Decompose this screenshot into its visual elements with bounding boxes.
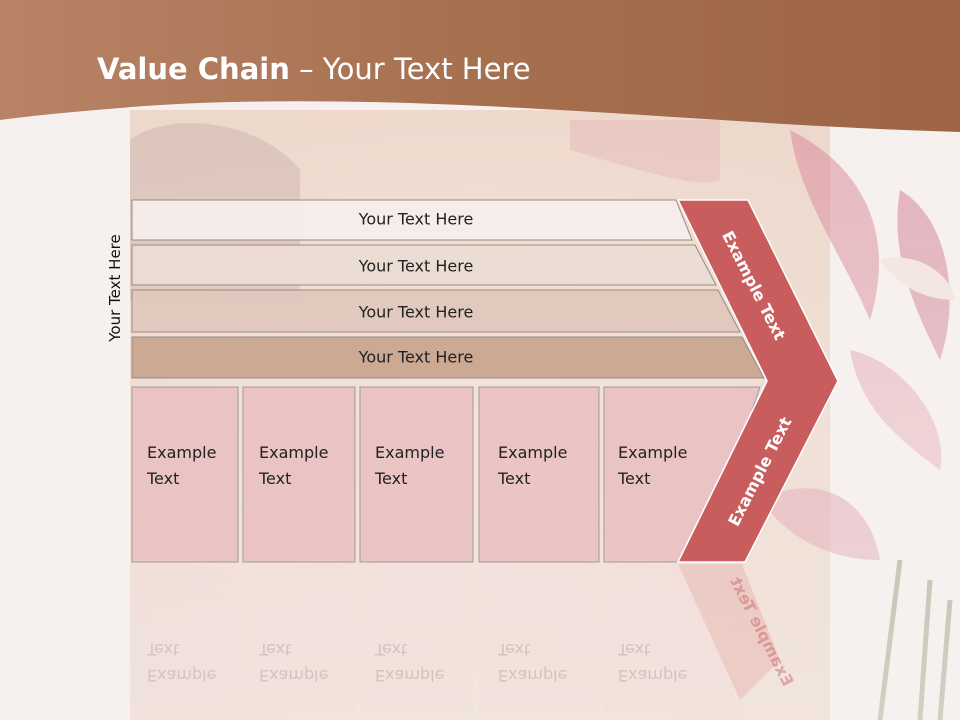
- cell-2-line2: Text: [259, 469, 292, 488]
- cell-reflection-3-line1: Example: [375, 666, 445, 685]
- cell-reflection-2-line1: Example: [259, 666, 329, 685]
- cell-reflection-1: Example Text: [147, 636, 216, 688]
- cell-1-line2: Text: [147, 469, 180, 488]
- bar-shape-3: [131, 289, 741, 333]
- cell-5-line2: Text: [618, 469, 651, 488]
- cell-reflection-3: Example Text: [375, 636, 444, 688]
- bar-label-1: Your Text Here: [358, 209, 474, 229]
- cell-1-line1: Example: [147, 443, 217, 462]
- cell-reflection-4-line1: Example: [498, 666, 568, 685]
- cell-reflection-1-line1: Example: [147, 666, 217, 685]
- title-rest: – Your Text Here: [289, 52, 531, 86]
- cell-shape-4: [478, 386, 600, 563]
- cell-5-line1: Example: [618, 443, 688, 462]
- cell-reflection-3-line2: Text: [375, 640, 408, 659]
- cells-reflection: [132, 564, 780, 714]
- cell-shape-3: [359, 386, 474, 563]
- cell-shape-1: [131, 386, 239, 563]
- slide-title: Value Chain – Your Text Here: [97, 52, 531, 86]
- bar-label-2: Your Text Here: [358, 256, 474, 276]
- bar-shape-4: [131, 336, 765, 379]
- cell-reflection-4: Example Text: [498, 636, 567, 688]
- side-label: Your Text Here: [106, 234, 124, 342]
- cell-reflection-5-line1: Example: [618, 666, 688, 685]
- bar-shape-1: [131, 199, 693, 241]
- cell-4-line2: Text: [498, 469, 531, 488]
- cell-shape-2: [242, 386, 356, 563]
- header-band: [0, 0, 960, 132]
- cell-2-line1: Example: [259, 443, 329, 462]
- cell-reflection-2: Example Text: [259, 636, 328, 688]
- cell-3-line1: Example: [375, 443, 445, 462]
- cell-reflection-5: Example Text: [618, 636, 687, 688]
- bar-shape-2: [131, 244, 717, 286]
- cell-reflection-5-line2: Text: [618, 640, 651, 659]
- cell-reflection-2-line2: Text: [259, 640, 292, 659]
- value-chain-chevron: [676, 199, 839, 563]
- cell-4-line1: Example: [498, 443, 568, 462]
- cell-3-line2: Text: [375, 469, 408, 488]
- title-bold: Value Chain: [97, 52, 290, 86]
- bar-label-4: Your Text Here: [358, 347, 474, 367]
- cell-reflection-4-line2: Text: [498, 640, 531, 659]
- cell-reflection-1-line2: Text: [147, 640, 180, 659]
- bar-label-3: Your Text Here: [358, 302, 474, 322]
